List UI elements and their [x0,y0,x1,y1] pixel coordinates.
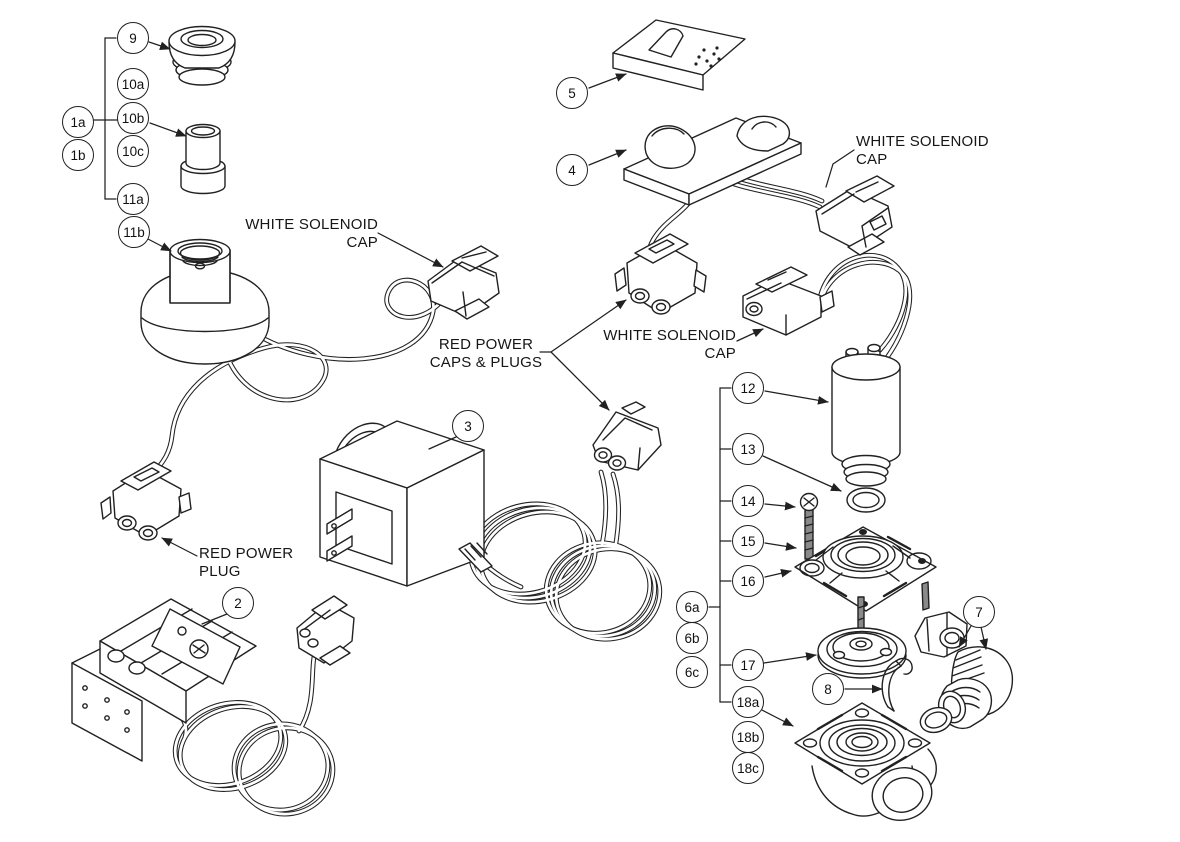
callout-10b: 10b [117,102,149,134]
callout-7: 7 [963,596,995,628]
label-red-power-caps-plugs: RED POWER CAPS & PLUGS [418,336,554,372]
red-power-plug-drawing [100,461,192,541]
callout-6c: 6c [676,656,708,688]
callout-9: 9 [117,22,149,54]
power-cap-connector-mid-left [614,233,707,315]
solenoid-coil-part-drawing [831,343,901,487]
label-line: CAP [704,345,736,362]
callout-17: 17 [732,649,764,681]
clamp-bracket-part-drawing [612,19,746,91]
white-solenoid-cap-connector-left [427,245,500,320]
label-line: WHITE SOLENOID [856,133,989,150]
callout-10c: 10c [117,135,149,167]
wire-harness [145,164,913,817]
callout-18b: 18b [732,721,764,753]
hex-nut-part-drawing [914,611,968,658]
label-white-solenoid-cap-mid: WHITE SOLENOID CAP [598,327,736,363]
fitting-o-ring-drawing [919,706,953,734]
red-power-cap-connector-drawing [592,401,662,471]
label-line: CAPS & PLUGS [429,354,543,371]
callout-18a: 18a [732,686,764,718]
callout-10a: 10a [117,68,149,100]
battery-connector-drawing [296,595,355,666]
bushing-part-drawing [180,123,226,195]
label-line: RED POWER [199,545,294,562]
bracket-right [708,387,732,703]
callout-12: 12 [732,372,764,404]
diaphragm-part-drawing [817,596,907,679]
cap-part-drawing [168,25,236,86]
callout-14: 14 [732,485,764,517]
callout-3: 3 [452,410,484,442]
retainer-clip-part-drawing [881,657,913,712]
valve-body-part-drawing [794,702,937,821]
dome-base-part-drawing [140,238,270,365]
label-line: PLUG [199,563,241,580]
callout-2: 2 [222,587,254,619]
callout-18c: 18c [732,752,764,784]
sensor-module-part-drawing [623,115,802,206]
callout-4: 4 [556,154,588,186]
callout-11b: 11b [118,216,150,248]
label-line: RED POWER [438,336,534,353]
o-ring-part-drawing [846,487,886,513]
label-white-solenoid-cap-left: WHITE SOLENOID CAP [232,216,378,252]
screw-part-drawing [799,492,819,560]
callout-1b: 1b [62,139,94,171]
power-cap-connector-right [742,266,835,336]
transformer-part-drawing [319,420,493,587]
wire-harness [146,165,912,816]
callout-15: 15 [732,525,764,557]
leader-lines [147,41,989,727]
label-red-power-plug: RED POWER PLUG [199,545,309,581]
label-line: CAP [856,151,888,168]
white-solenoid-cap-connector-top-right [815,175,895,256]
callout-16: 16 [732,565,764,597]
callout-11a: 11a [117,183,149,215]
bracket-left [93,37,118,200]
label-line: WHITE SOLENOID [603,327,736,344]
callout-6b: 6b [676,622,708,654]
valve-bonnet-part-drawing [794,526,937,612]
callout-1a: 1a [62,106,94,138]
battery-holder-part-drawing [71,598,257,762]
callout-6a: 6a [676,591,708,623]
callout-8: 8 [812,673,844,705]
label-white-solenoid-cap-top-right: WHITE SOLENOID CAP [856,133,1006,169]
elbow-fitting-part-drawing [937,646,1013,730]
callout-5: 5 [556,77,588,109]
label-line: CAP [346,234,378,251]
callout-13: 13 [732,433,764,465]
label-line: WHITE SOLENOID [245,216,378,233]
